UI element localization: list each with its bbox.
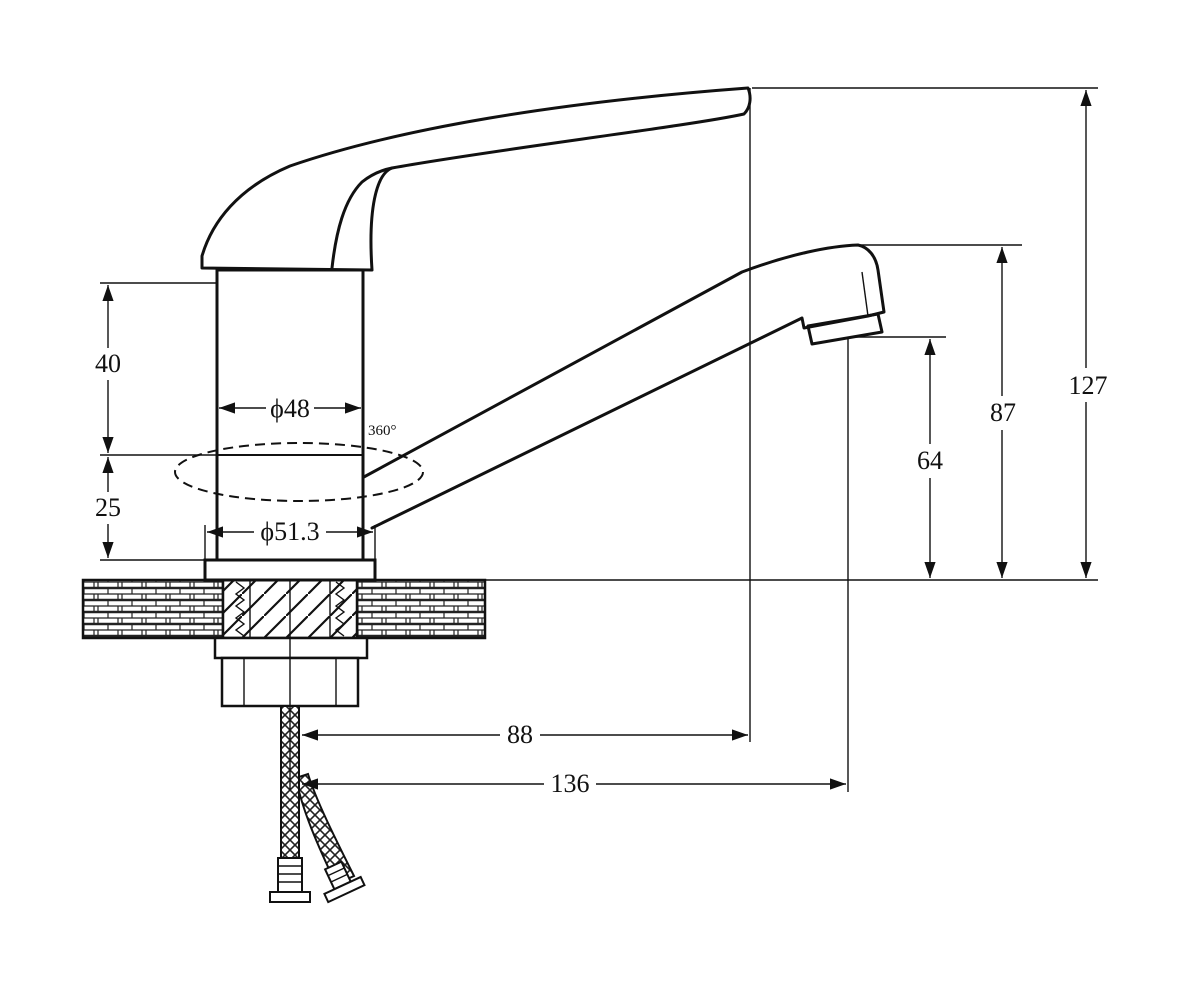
dim-label-136: 136 bbox=[551, 769, 590, 798]
dimension-lines: 127 87 64 40 25 ϕ48 ϕ51.3 88 136 bbox=[90, 90, 1110, 799]
handle-inner-curve bbox=[330, 166, 394, 270]
hose-straight-fitting bbox=[269, 857, 311, 903]
bolt-thread-left bbox=[234, 581, 246, 637]
handle-shape bbox=[200, 86, 752, 272]
base-nut bbox=[213, 636, 369, 708]
hose-angled bbox=[294, 772, 356, 886]
dim-label-87: 87 bbox=[990, 398, 1016, 427]
countertop-left-section bbox=[81, 578, 225, 640]
body-base-ring bbox=[203, 558, 377, 582]
handle-lever bbox=[200, 86, 752, 272]
bolt-thread-right bbox=[334, 581, 346, 637]
spout-tube bbox=[360, 243, 886, 530]
dim-label-64: 64 bbox=[917, 446, 943, 475]
rotation-label: 360° bbox=[368, 423, 397, 439]
hose-angled-fitting bbox=[323, 860, 366, 904]
extension-lines bbox=[100, 87, 1098, 792]
countertop-right-section bbox=[355, 578, 487, 640]
dim-label-40: 40 bbox=[95, 349, 121, 378]
dim-label-25: 25 bbox=[95, 493, 121, 522]
dim-label-diameter-51-3: ϕ51.3 bbox=[260, 517, 319, 546]
spout-nozzle-groove bbox=[861, 271, 869, 317]
nut-washer bbox=[213, 636, 369, 660]
spout-aerator bbox=[806, 312, 884, 346]
countertop bbox=[81, 578, 487, 640]
spout bbox=[360, 243, 886, 530]
dim-label-diameter-48: ϕ48 bbox=[270, 394, 310, 423]
dim-label-127: 127 bbox=[1069, 371, 1108, 400]
dim-label-88: 88 bbox=[507, 720, 533, 749]
rotation-indicator-ellipse bbox=[174, 442, 424, 502]
